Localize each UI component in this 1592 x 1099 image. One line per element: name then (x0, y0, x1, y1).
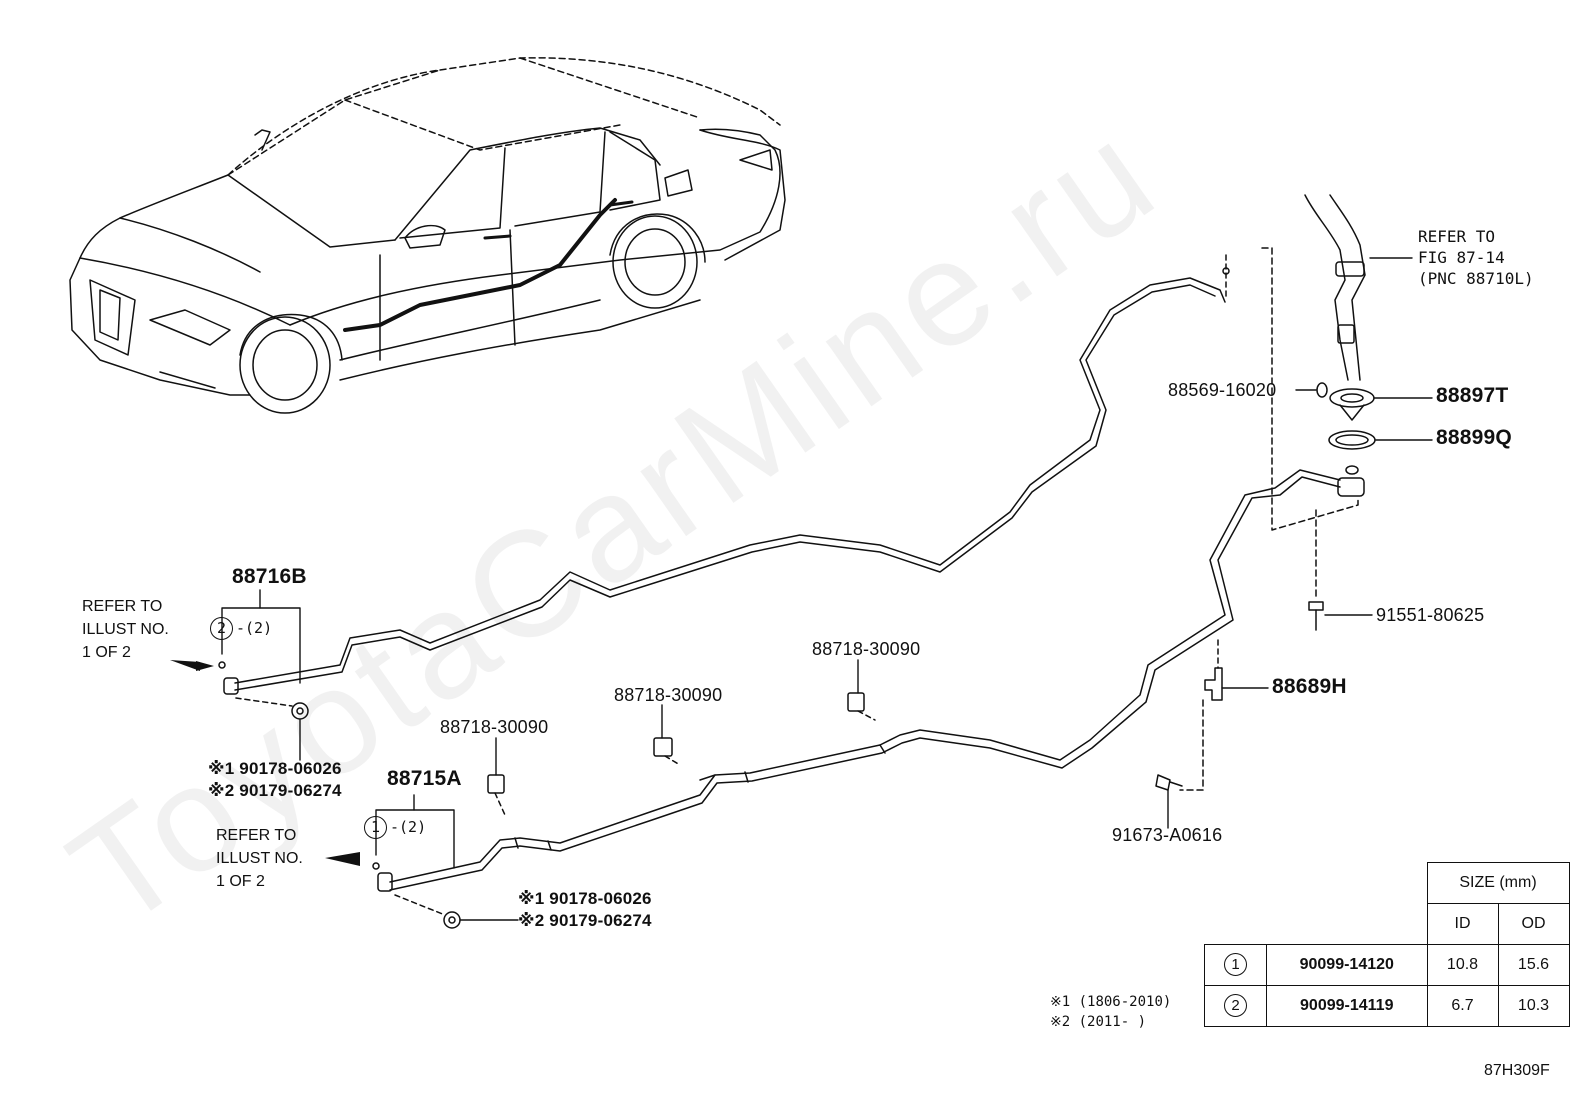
table-header-row: SIZE (mm) (1205, 862, 1570, 904)
row-part-number[interactable]: 90099-14119 (1266, 984, 1428, 1027)
row-circle: 1 (1224, 953, 1247, 976)
row-circle: 2 (1224, 994, 1247, 1017)
clip-part-1[interactable]: ※1 90178-06026 (208, 759, 342, 778)
clip-parts-upper: ※1 90178-06026 ※2 90179-06274 (208, 758, 342, 802)
figure-code: 87H309F (1484, 1062, 1550, 1079)
refer-line-2: ILLUST NO. (216, 850, 303, 867)
part-label-91551-80625[interactable]: 91551-80625 (1376, 605, 1485, 625)
part-label-clamp-3[interactable]: 88718-30090 (812, 639, 921, 659)
row-od: 15.6 (1497, 943, 1570, 986)
row-part-number[interactable]: 90099-14120 (1266, 943, 1428, 986)
clip-fittings (218, 661, 461, 929)
car-illustration (69, 57, 786, 414)
clip-part-1[interactable]: ※1 90178-06026 (518, 889, 652, 908)
row-od: 10.3 (1497, 984, 1570, 1027)
part-label-91673-a0616[interactable]: 91673-A0616 (1112, 825, 1223, 845)
size-header: SIZE (mm) (1426, 862, 1570, 904)
row-id: 10.8 (1426, 943, 1499, 986)
part-label-88689h[interactable]: 88689H (1272, 675, 1347, 698)
hose-size-circle: 2 (210, 617, 233, 640)
filler-neck (1155, 194, 1376, 791)
refer-line-1: REFER TO (1418, 227, 1496, 246)
refer-line-3: 1 OF 2 (216, 873, 265, 890)
part-label-clamp-1[interactable]: 88718-30090 (440, 717, 549, 737)
refer-line-3: (PNC 88710L) (1418, 269, 1534, 288)
hose-ref-upper: 2-(2) (210, 617, 272, 640)
part-label-88569-16020[interactable]: 88569-16020 (1168, 380, 1277, 400)
footnote-2: ※2 (2011- ) (1050, 1014, 1147, 1030)
part-label-88715a[interactable]: 88715A (387, 767, 462, 790)
clip-part-2[interactable]: ※2 90179-06274 (208, 781, 342, 800)
refer-line-3: 1 OF 2 (82, 644, 131, 661)
refer-line-1: REFER TO (82, 598, 163, 615)
footnotes: ※1 (1806-2010) ※2 (2011- ) (1050, 992, 1171, 1032)
table-row: 1 90099-14120 10.8 15.6 (1204, 943, 1570, 986)
part-label-88716b[interactable]: 88716B (232, 565, 307, 588)
clamps (487, 692, 876, 816)
fuel-tube-upper (223, 277, 1226, 695)
refer-line-1: REFER TO (216, 827, 297, 844)
clip-part-2[interactable]: ※2 90179-06274 (518, 911, 652, 930)
fuel-tube-lower (377, 469, 1341, 892)
refer-line-2: FIG 87-14 (1418, 248, 1505, 267)
col-id-header: ID (1426, 903, 1499, 945)
clip-parts-lower: ※1 90178-06026 ※2 90179-06274 (518, 888, 652, 932)
table-row: 2 90099-14119 6.7 10.3 (1204, 984, 1570, 1027)
refer-note-left-bottom: REFER TO ILLUST NO. 1 OF 2 (216, 824, 303, 893)
row-id: 6.7 (1426, 984, 1499, 1027)
direction-arrows (170, 660, 360, 866)
part-label-clamp-2[interactable]: 88718-30090 (614, 685, 723, 705)
col-od-header: OD (1497, 903, 1570, 945)
part-label-88897t[interactable]: 88897T (1436, 384, 1509, 407)
hose-ref-lower: 1-(2) (364, 816, 426, 839)
hose-size-circle: 1 (364, 816, 387, 839)
hose-size-table: SIZE (mm) ID OD 1 90099-14120 10.8 15.6 … (1204, 862, 1570, 1027)
table-subheader-row: ID OD (1205, 903, 1570, 945)
hose-ref-suffix: -(2) (236, 619, 273, 637)
hose-ref-suffix: -(2) (390, 818, 427, 836)
refer-line-2: ILLUST NO. (82, 621, 169, 638)
refer-note-left-top: REFER TO ILLUST NO. 1 OF 2 (82, 595, 169, 664)
refer-note-right: REFER TO FIG 87-14 (PNC 88710L) (1418, 226, 1534, 289)
part-label-88899q[interactable]: 88899Q (1436, 426, 1512, 449)
footnote-1: ※1 (1806-2010) (1050, 994, 1172, 1010)
